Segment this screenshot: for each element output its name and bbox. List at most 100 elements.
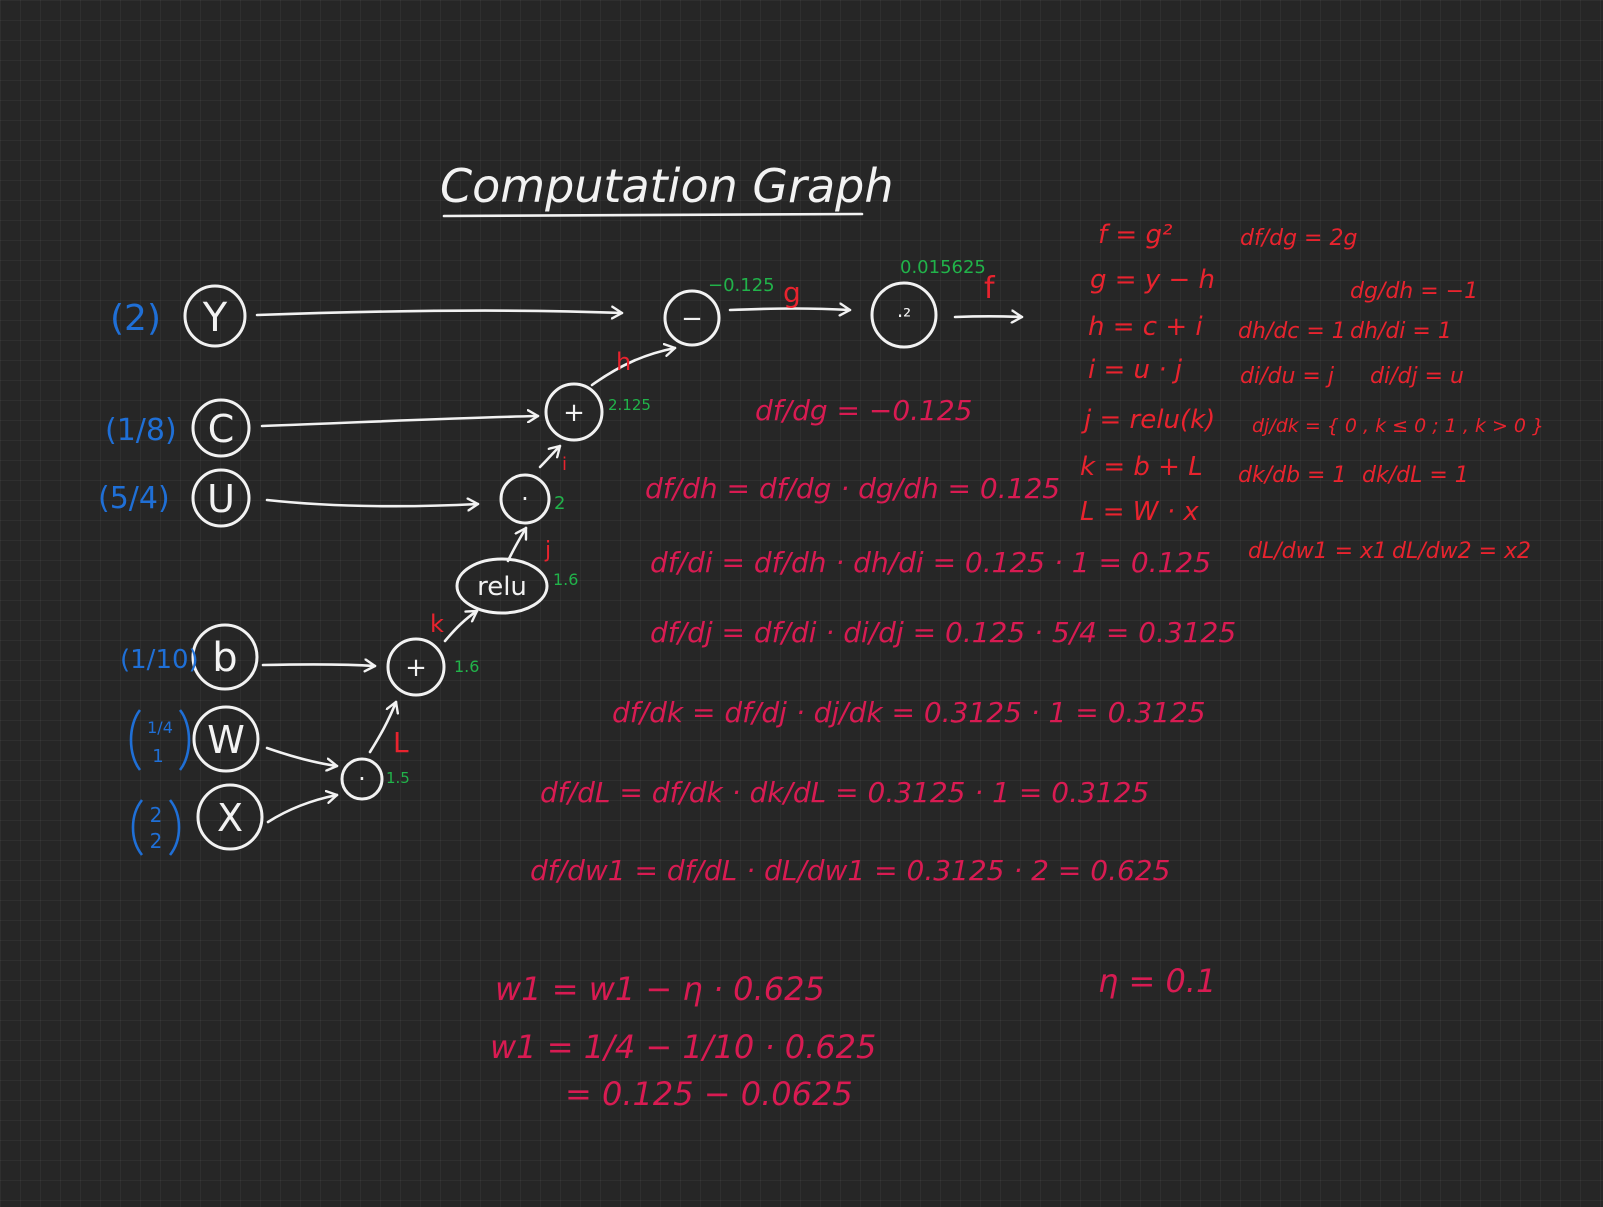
node-x-label: X [217,796,243,840]
edge-b-plus [261,664,377,666]
value-relu: 1.6 [553,570,578,589]
input-value-u: (5/4) [98,481,170,516]
input-value-y: (2) [110,298,161,339]
node-u: U [191,468,251,528]
node-dot-mid-label: · [521,485,529,513]
edge-plus-minus [590,348,677,387]
value-minus: −0.125 [708,275,775,296]
page-title: Computation Graph [440,159,894,213]
node-plus-bottom-label: + [405,653,427,683]
node-dot-bottom-label: · [358,765,366,793]
chain-rule-df-dw1: df/dw1 = df/dL · dL/dw1 = 0.3125 · 2 = 0… [530,854,1170,887]
title-underline [442,212,864,218]
value-plus-bottom: 1.6 [454,657,479,676]
node-u-label: U [207,477,235,521]
definition-k: k = b + L [1080,452,1203,482]
node-y-label: Y [202,295,228,341]
update-line-2: w1 = 1/4 − 1/10 · 0.625 [490,1028,876,1066]
node-relu-label: relu [477,572,527,602]
edge-labels: g f h i j k L [393,271,996,759]
edge-w-dot [265,746,339,766]
node-c-label: C [208,407,235,451]
derivative-dh-dc: dh/dc = 1 [1238,319,1346,344]
node-plus-top: + [544,382,604,442]
edge-x-dot [266,795,339,824]
learning-rate: η = 0.1 [1098,962,1216,1000]
derivative-dk-dL: dk/dL = 1 [1362,463,1469,488]
definition-i: i = u · j [1088,355,1183,385]
node-y: Y [183,284,247,348]
edge-plus-relu [443,609,479,643]
node-w: W [192,705,260,773]
node-x: X [196,783,264,851]
definitions: f = g² g = y − h h = c + i i = u · j j =… [1080,220,1215,527]
node-values: −0.125 0.015625 2.125 2 1.6 1.6 1.5 [386,257,986,787]
chain-rule-df-dL: df/dL = df/dk · dk/dL = 0.3125 · 1 = 0.3… [540,776,1149,809]
update-line-3: = 0.125 − 0.0625 [565,1075,853,1113]
input-value-w-top: 1/4 [147,718,173,737]
chain-rule-df-dh: df/dh = df/dg · dg/dh = 0.125 [645,472,1060,505]
derivative-dh-di: dh/di = 1 [1350,319,1452,344]
chain-rule-df-dg: df/dg = −0.125 [755,394,973,427]
input-value-c: (1/8) [105,413,177,448]
edge-label-i: i [562,454,567,475]
edge-square-out [953,316,1024,317]
input-value-x-vector: 2 2 [131,799,181,856]
derivative-dg-dh: dg/dh = −1 [1350,279,1478,304]
node-minus: − [663,289,721,347]
chain-rule: df/dg = −0.125 df/dh = df/dg · dg/dh = 0… [530,394,1236,887]
edge-label-L: L [393,726,409,759]
node-plus-bottom: + [386,637,446,697]
node-dot-mid: · [499,473,551,525]
input-value-w-vector: 1/4 1 [129,709,191,771]
weight-update: w1 = w1 − η · 0.625 w1 = 1/4 − 1/10 · 0.… [490,970,876,1113]
value-dot-bottom: 1.5 [386,769,410,787]
definition-h: h = c + i [1088,312,1203,342]
edge-label-j: j [544,538,551,563]
node-b: b [191,623,259,691]
node-square-label: ·² [897,304,911,328]
edge-label-g: g [783,276,801,309]
definition-L: L = W · x [1080,497,1199,527]
node-relu: relu [455,557,549,615]
chain-rule-df-di: df/di = df/dh · dh/di = 0.125 · 1 = 0.12… [650,546,1211,579]
derivative-dL-dw2: dL/dw2 = x2 [1392,539,1531,564]
derivative-di-dj: di/dj = u [1370,364,1464,389]
edge-dot-plus-bottom [368,700,396,754]
input-value-w-bottom: 1 [152,746,163,767]
value-square: 0.015625 [900,257,986,278]
derivative-dL-dw1: dL/dw1 = x1 [1248,539,1387,564]
node-b-label: b [212,635,237,681]
edge-c-plus [260,416,540,428]
edge-y-minus [255,311,624,315]
edge-u-dot [265,500,480,506]
input-values: (2) (1/8) (5/4) (1/10) 1/4 1 2 2 [98,298,199,856]
node-w-label: W [207,718,245,762]
input-value-x-top: 2 [150,803,163,827]
node-minus-label: − [681,304,703,334]
chain-rule-df-dj: df/dj = df/di · di/dj = 0.125 · 5/4 = 0.… [650,616,1236,649]
derivative-df-dg: df/dg = 2g [1240,226,1357,251]
definition-j: j = relu(k) [1081,405,1215,435]
derivative-di-du: di/du = j [1240,364,1335,389]
edge-relu-dot [506,526,528,563]
input-value-x-bottom: 2 [150,829,163,853]
definition-f: f = g² [1098,220,1172,250]
edge-minus-square [728,309,852,311]
input-value-b: (1/10) [120,645,199,675]
derivative-dk-db: dk/db = 1 [1238,463,1346,488]
chain-rule-df-dk: df/dk = df/dj · dj/dk = 0.3125 · 1 = 0.3… [612,696,1206,729]
graph-edges [255,309,1024,824]
derivative-dj-dk: dj/dk = { 0 , k ≤ 0 ; 1 , k > 0 } [1252,415,1544,437]
node-c: C [191,398,251,458]
edge-label-f: f [984,271,996,306]
update-line-1: w1 = w1 − η · 0.625 [495,970,825,1008]
local-derivatives: df/dg = 2g dg/dh = −1 dh/dc = 1 dh/di = … [1238,226,1544,564]
node-dot-bottom: · [340,757,384,801]
value-dot-mid: 2 [554,493,565,514]
definition-g: g = y − h [1090,265,1215,295]
value-plus-top: 2.125 [608,396,651,414]
node-square: ·² [870,281,938,349]
edge-dot-plus [538,444,562,469]
